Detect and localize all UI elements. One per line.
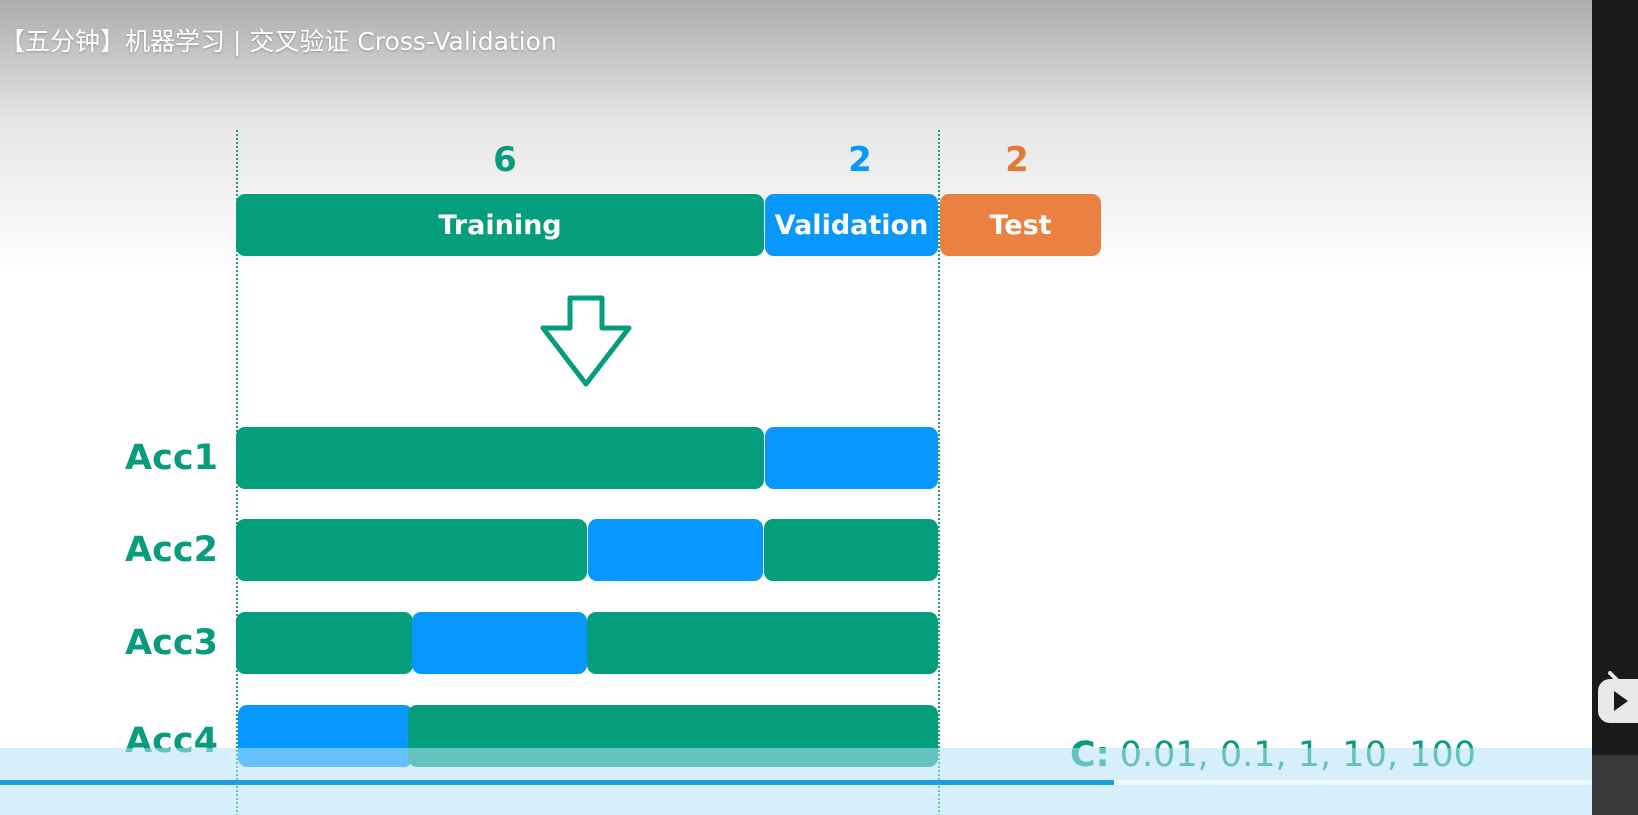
fold-2-validation bbox=[588, 519, 763, 581]
test-label: Test bbox=[989, 209, 1052, 241]
training-count: 6 bbox=[493, 140, 517, 180]
fold-1-train bbox=[236, 427, 764, 489]
bilibili-tv-icon[interactable] bbox=[1596, 665, 1638, 729]
fold-3-train-b bbox=[587, 612, 938, 674]
fold-label-1: Acc1 bbox=[125, 438, 218, 478]
validation-count: 2 bbox=[848, 140, 872, 180]
video-progress-bar[interactable] bbox=[0, 780, 1592, 785]
fold-3-validation bbox=[412, 612, 587, 674]
fold-3-train-a bbox=[236, 612, 413, 674]
fold-2-train-a bbox=[236, 519, 587, 581]
right-boundary-line bbox=[938, 130, 940, 815]
video-frame[interactable]: 6 2 2 Training Validation Test Acc1 Acc2… bbox=[0, 0, 1592, 815]
test-segment: Test bbox=[940, 194, 1101, 256]
test-count: 2 bbox=[1005, 140, 1029, 180]
training-label: Training bbox=[438, 209, 562, 241]
validation-label: Validation bbox=[774, 209, 929, 241]
video-title: 【五分钟】机器学习 | 交叉验证 Cross-Validation bbox=[0, 27, 557, 56]
training-segment: Training bbox=[236, 194, 764, 256]
validation-segment: Validation bbox=[765, 194, 938, 256]
fold-2-train-b bbox=[764, 519, 938, 581]
fold-label-2: Acc2 bbox=[125, 530, 218, 570]
fold-1-validation bbox=[765, 427, 938, 489]
fold-label-3: Acc3 bbox=[125, 623, 218, 663]
down-arrow-icon bbox=[540, 295, 632, 387]
side-panel-footer bbox=[1592, 755, 1638, 815]
video-progress-fill bbox=[0, 780, 1115, 785]
